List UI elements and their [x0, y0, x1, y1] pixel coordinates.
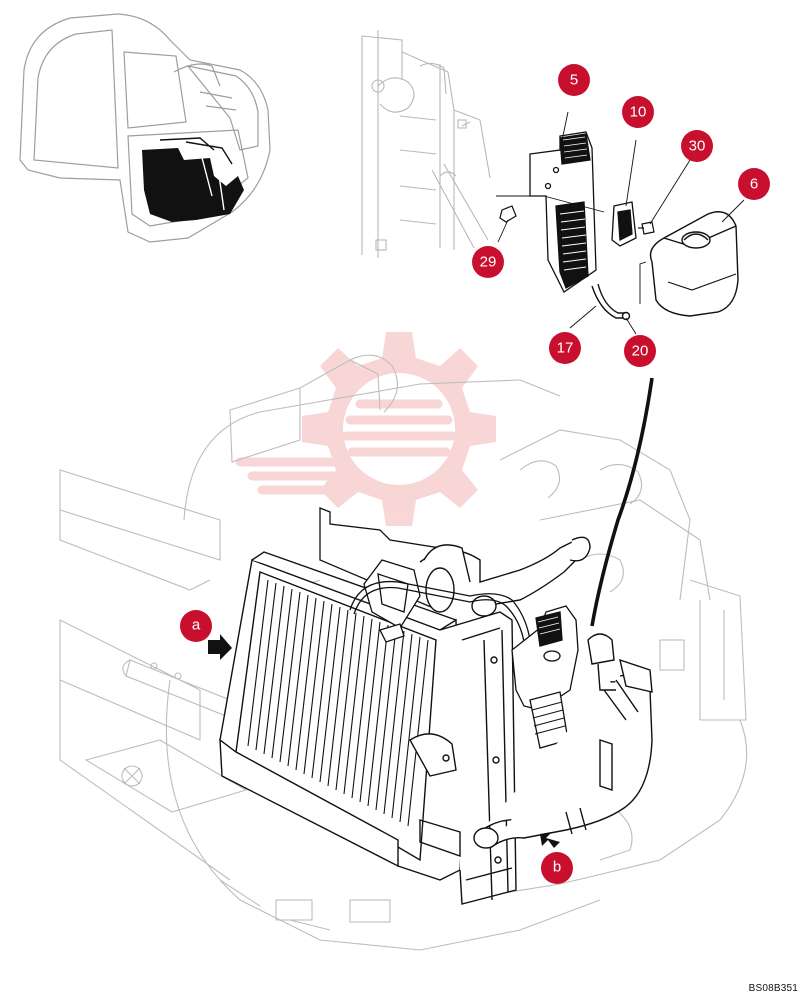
engine-background — [59, 354, 748, 951]
svg-text:17: 17 — [557, 340, 574, 357]
arrow-b — [540, 832, 560, 848]
hose-part — [591, 283, 631, 321]
bolt-part — [638, 221, 655, 235]
cover-plate-part — [529, 131, 597, 293]
reserve-tank-installed — [511, 605, 579, 749]
svg-text:29: 29 — [480, 254, 497, 271]
callout-30: 30 — [681, 130, 713, 162]
lower-hose — [473, 633, 653, 849]
callout-20: 20 — [624, 335, 656, 367]
frame-upper — [361, 30, 491, 258]
callout-6: 6 — [738, 168, 770, 200]
callout-17: 17 — [549, 332, 581, 364]
callout-29: 29 — [472, 246, 504, 278]
upper-hose — [419, 536, 591, 617]
reserve-tank-part — [649, 211, 739, 317]
svg-text:30: 30 — [689, 138, 706, 155]
svg-text:20: 20 — [632, 343, 649, 360]
radiator-core-fins — [247, 579, 429, 827]
overflow-hose — [349, 377, 654, 663]
svg-text:10: 10 — [630, 104, 647, 121]
watermark-logo — [235, 332, 496, 526]
callout-a: a — [180, 610, 212, 642]
leader-lines — [496, 111, 745, 335]
mounting-bracket-part — [611, 201, 637, 247]
svg-text:5: 5 — [570, 72, 578, 89]
arrow-a — [208, 634, 232, 660]
drawing-reference-code: BS08B351 — [748, 983, 798, 994]
svg-text:a: a — [192, 617, 201, 634]
callout-5: 5 — [558, 64, 590, 96]
svg-text:6: 6 — [750, 176, 758, 193]
nut-part — [499, 205, 517, 223]
engine-compartment-highlight — [142, 137, 244, 222]
svg-text:b: b — [553, 859, 561, 876]
fan-shroud — [319, 507, 451, 643]
radiator-frame — [409, 611, 517, 905]
callout-b: b — [541, 852, 573, 884]
callout-10: 10 — [622, 96, 654, 128]
